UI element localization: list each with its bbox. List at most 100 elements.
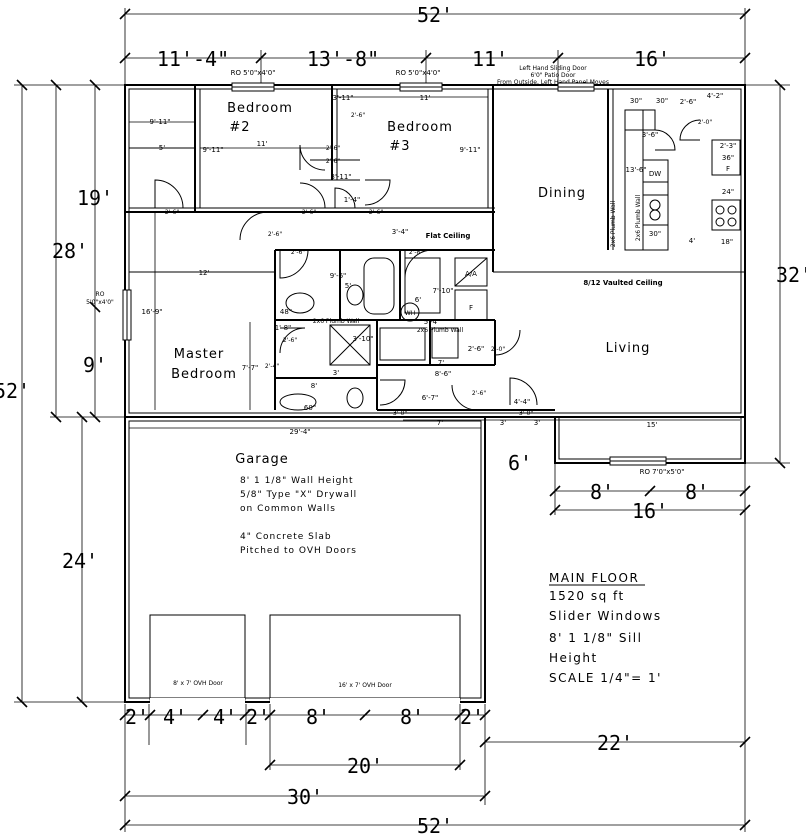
garage-note-2: 5/8" Type "X" Drywall — [240, 490, 357, 500]
dim-label: 11' — [257, 140, 268, 148]
dim-label: 2'-6" — [369, 209, 383, 216]
fixture-label: 30" — [630, 97, 642, 105]
room-bedroom2-number: #2 — [229, 120, 250, 135]
garage-door-2: 16' x 7' OVH Door — [338, 682, 392, 689]
dim-label: 16'-9" — [141, 308, 162, 316]
dim-label: 12' — [199, 269, 210, 277]
dim-label: 2'-6" — [165, 209, 179, 216]
right-bump-dim: 22' — [597, 731, 633, 755]
room-bedroom2: Bedroom — [227, 101, 293, 116]
dim-label: 2'-6" — [268, 231, 282, 238]
room-bedroom3: Bedroom — [387, 120, 453, 135]
dim-label: 2'-6" — [680, 98, 697, 106]
bump-right-dim: 8' — [685, 480, 709, 504]
room-labels: Bedroom #2 Bedroom #3 Dining Living Mast… — [171, 101, 663, 467]
dim-label: 1'-8" — [275, 324, 292, 332]
top-seg-4: 16' — [634, 47, 670, 71]
fixture-label: F — [469, 304, 473, 312]
bump-total-dim: 16' — [632, 499, 668, 523]
dim-label: 7' — [438, 359, 444, 367]
dim-label: 2'-6" — [302, 209, 316, 216]
dim-label: 3' — [534, 419, 540, 427]
overall-depth-left: 52' — [0, 379, 30, 403]
dim-label: 5' — [345, 282, 351, 290]
dim-label: 3'-11" — [332, 94, 353, 102]
top-seg-3: 11' — [472, 47, 508, 71]
fixture-label: F — [726, 165, 730, 173]
dim-label: 5' — [159, 144, 165, 152]
garage-note-3: on Common Walls — [240, 504, 336, 514]
fixture-label: 48" — [280, 308, 292, 316]
fixture-label: 18" — [721, 238, 733, 246]
dim-label: 3'-0" — [519, 410, 533, 417]
dim-label: 2'-6" — [472, 390, 486, 397]
house-depth-left: 28' — [52, 239, 88, 263]
legend-sill-height: Height — [549, 651, 598, 665]
slider-note-2: 6'0" Patio Door — [530, 72, 576, 79]
dim-label: 9'-11" — [459, 146, 480, 154]
overall-width-top: 52' — [417, 3, 453, 27]
dim-label: 7'-7" — [242, 364, 259, 372]
dim-label: 8' — [311, 382, 317, 390]
bottom-seg-3: 4' — [213, 705, 237, 729]
dim-label: 8'-6" — [435, 370, 452, 378]
dim-label: 2'-6" — [468, 345, 485, 353]
garage-depth: 24' — [62, 549, 98, 573]
room-bedroom3-number: #3 — [389, 139, 410, 154]
slider-note-1: Left Hand Sliding Door — [519, 65, 587, 72]
dim-label: 2'-8" — [409, 249, 423, 256]
dim-label: 3'-4" — [392, 228, 409, 236]
garage-note-5: Pitched to OVH Doors — [240, 546, 357, 556]
dim-label: 13'-6" — [625, 166, 646, 174]
legend-scale: SCALE 1/4"= 1' — [549, 671, 662, 685]
bottom-seg-4: 2' — [246, 705, 270, 729]
legend-sill: 8' 1 1/8" Sill — [549, 631, 642, 645]
fixture-label: 60" — [304, 404, 316, 412]
dim-label: 9'-11" — [202, 146, 223, 154]
dim-label: 3'-10" — [352, 335, 373, 343]
bottom-seg-5: 8' — [306, 705, 330, 729]
fixture-label: 2x6 Plumb Wall — [635, 195, 642, 242]
legend: MAIN FLOOR 1520 sq ft Slider Windows 8' … — [549, 571, 662, 685]
garage-details: 8' 1 1/8" Wall Height 5/8" Type "X" Dryw… — [149, 476, 461, 704]
dim-label: 3'-0" — [393, 410, 407, 417]
room-master-bedroom: Bedroom — [171, 367, 237, 382]
top-dimensions: 52' 11'-4" 13'-8" 11' 16' RO 5'0"x4'0" R… — [119, 3, 751, 86]
dim-label: 3'-6" — [642, 131, 659, 139]
dim-label: 4' — [689, 237, 695, 245]
dim-label: 3' — [333, 369, 339, 377]
dim-label: 2'-0" — [491, 346, 505, 353]
fixture-label: 30" — [649, 230, 661, 238]
dim-label: 6'-7" — [422, 394, 439, 402]
dim-label: 6' — [415, 296, 421, 304]
room-dining: Dining — [538, 186, 586, 201]
dim-label: 2'-6" — [291, 249, 305, 256]
bottom-seg-1: 2' — [125, 705, 149, 729]
bedroom-wing-depth: 19' — [77, 186, 113, 210]
legend-title: MAIN FLOOR — [549, 571, 639, 585]
top-seg-2: 13'-8" — [307, 47, 379, 71]
fixture-label: WH — [405, 310, 415, 317]
bottom-seg-7: 2' — [460, 705, 484, 729]
dim-label: 15' — [647, 421, 658, 429]
bottom-dimensions: 2' 4' 4' 2' 8' 8' 2' 20' 30' 52' 22' — [119, 463, 751, 838]
fixture-label: 36" — [722, 154, 734, 162]
fixture-label: A/A — [465, 270, 477, 278]
fixture-label: 2x6 Plumb Wall — [610, 201, 617, 248]
left-dimensions: 52' 28' 19' 9' RO 5'0"x4'0" 24' — [0, 79, 125, 708]
right-dimensions: 32' — [745, 79, 806, 469]
fixture-labels: 30" 30" DW 36" F 24" 30" 18" A/A F WH 48… — [280, 97, 734, 412]
house-depth-right: 32' — [776, 263, 806, 287]
dim-label: 3'-11" — [330, 173, 351, 181]
dim-label: 4'-4" — [514, 398, 531, 406]
dim-label: 29'-4" — [289, 428, 310, 436]
dim-label: 9'-6" — [330, 272, 347, 280]
bottom-seg-6: 8' — [400, 705, 424, 729]
flat-ceiling-note: Flat Ceiling — [426, 232, 471, 240]
bottom-seg-2: 4' — [163, 705, 187, 729]
dim-label: 9'-11" — [149, 118, 170, 126]
legend-area: 1520 sq ft — [549, 589, 625, 603]
master-wing-depth: 9' — [83, 353, 107, 377]
